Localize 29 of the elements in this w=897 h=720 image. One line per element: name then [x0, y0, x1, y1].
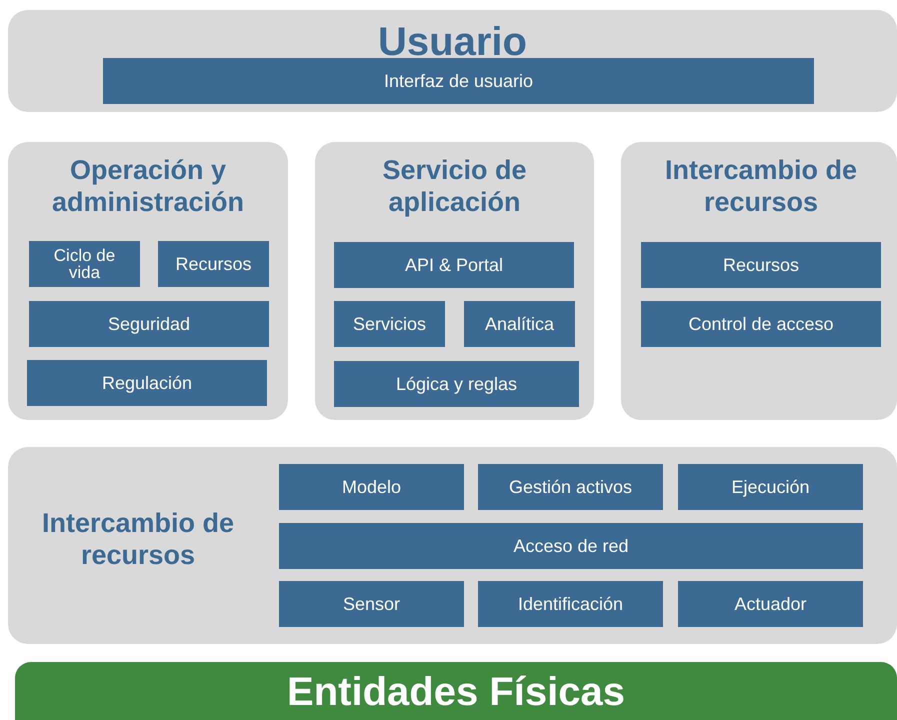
- panel-heading: Operación y administración: [50, 154, 246, 219]
- module-box: Control de acceso: [641, 301, 881, 347]
- layer-panel: [315, 142, 594, 420]
- panel-heading: Servicio de aplicación: [381, 154, 528, 219]
- module-box: Gestión activos: [478, 464, 663, 510]
- layer-bar: [15, 662, 897, 720]
- module-box: Actuador: [678, 581, 863, 627]
- bar-heading: Entidades Físicas: [286, 669, 626, 716]
- module-box: Lógica y reglas: [334, 361, 579, 407]
- module-box: API & Portal: [334, 242, 574, 288]
- module-box: Analítica: [464, 301, 575, 347]
- module-box: Modelo: [279, 464, 464, 510]
- module-box: Seguridad: [29, 301, 269, 347]
- module-box: Interfaz de usuario: [103, 58, 814, 104]
- panel-heading: Intercambio de recursos: [664, 154, 858, 219]
- module-box: Recursos: [158, 241, 269, 287]
- layer-panel: [8, 142, 288, 420]
- module-box: Identificación: [478, 581, 663, 627]
- module-box: Acceso de red: [279, 523, 863, 569]
- layer-panel: [8, 10, 897, 112]
- layer-panel: [621, 142, 897, 420]
- layer-panel: [8, 447, 897, 644]
- module-box: Sensor: [279, 581, 464, 627]
- module-box: Ciclo de vida: [29, 241, 140, 287]
- module-box: Regulación: [27, 360, 267, 406]
- module-box: Recursos: [641, 242, 881, 288]
- module-box: Ejecución: [678, 464, 863, 510]
- module-box: Servicios: [334, 301, 445, 347]
- panel-heading: Intercambio de recursos: [40, 507, 236, 572]
